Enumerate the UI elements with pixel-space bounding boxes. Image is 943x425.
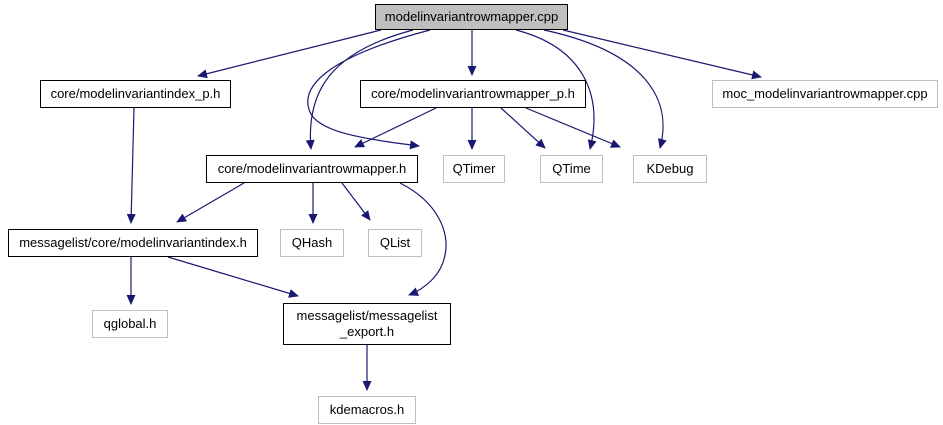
node-qtime: QTime xyxy=(540,155,603,183)
node-qlist: QList xyxy=(368,229,422,257)
edge-rowmapper-h-to-qlist xyxy=(341,182,371,221)
edge-rowmapper-p-to-rowmapper-h xyxy=(354,107,437,148)
edge-cpp-to-rowmapper-h xyxy=(305,29,414,150)
node-core-modelinvariantrowmapper-h[interactable]: core/modelinvariantrowmapper.h xyxy=(206,155,418,183)
edge-rowmapper-h-to-index-h xyxy=(176,182,245,223)
node-qtimer: QTimer xyxy=(443,155,505,183)
node-core-modelinvariantrowmapper-p-h[interactable]: core/modelinvariantrowmapper_p.h xyxy=(360,80,586,108)
edge-rowmapper-p-to-kdebug xyxy=(525,107,621,148)
node-core-modelinvariantindex-p-h[interactable]: core/modelinvariantindex_p.h xyxy=(40,80,231,108)
edge-rowmapper-h-to-export xyxy=(399,182,447,296)
edge-rowmapper-p-to-qtime xyxy=(500,107,546,149)
edge-index-p-to-index-h xyxy=(126,107,136,224)
edge-index-h-to-export xyxy=(167,256,299,298)
node-messagelist-messagelist-export-h[interactable]: messagelist/messagelist _export.h xyxy=(283,303,451,345)
node-kdemacros-h: kdemacros.h xyxy=(318,396,416,424)
edge-cpp-to-qtime xyxy=(515,29,597,150)
node-qglobal-h: qglobal.h xyxy=(92,310,168,338)
edge-cpp-to-kdebug xyxy=(543,29,667,149)
edge-cpp-to-moc xyxy=(562,29,762,80)
node-messagelist-core-modelinvariantindex-h[interactable]: messagelist/core/modelinvariantindex.h xyxy=(8,229,258,257)
edge-cpp-to-qtimer xyxy=(307,29,431,150)
node-moc-modelinvariantrowmapper-cpp: moc_modelinvariantrowmapper.cpp xyxy=(712,80,938,108)
node-kdebug: KDebug xyxy=(633,155,707,183)
node-modelinvariantrowmapper-cpp: modelinvariantrowmapper.cpp xyxy=(375,4,568,30)
edge-cpp-to-index-p xyxy=(197,29,382,79)
node-qhash: QHash xyxy=(280,229,344,257)
